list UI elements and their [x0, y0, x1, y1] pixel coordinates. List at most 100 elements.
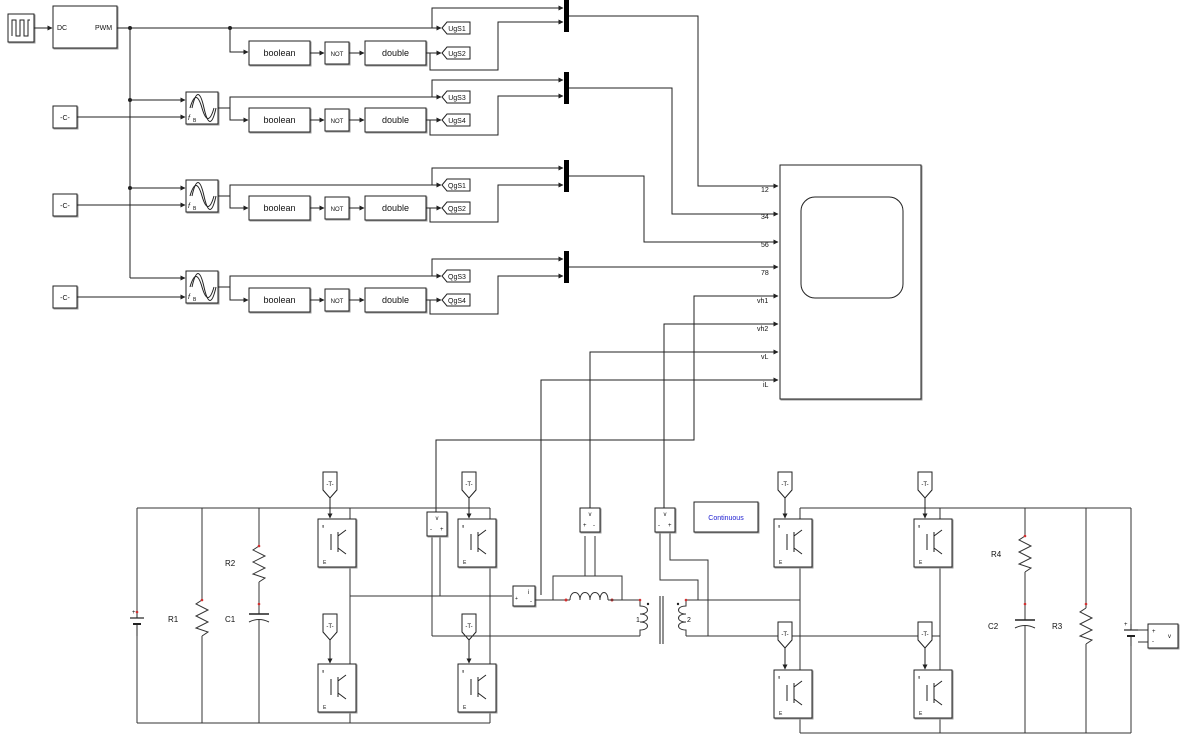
igbt-s3[interactable]: g E — [457, 518, 497, 568]
scope-in-5: vh1 — [757, 298, 768, 305]
constant-label-3: -C- — [60, 295, 70, 302]
goto-qgs2[interactable]: QgS2 — [441, 201, 471, 215]
vm4-minus: - — [1152, 639, 1154, 645]
vm1-v: v — [436, 516, 439, 522]
mux-2[interactable] — [564, 72, 569, 104]
double-label-3: double — [382, 203, 409, 213]
gate-from-2[interactable]: -T- — [461, 471, 477, 499]
igbt-q4[interactable]: g E — [913, 669, 953, 719]
boolean-block-1[interactable]: boolean — [248, 40, 311, 66]
igbt-q2[interactable]: g E — [773, 669, 813, 719]
vm4-v: v — [1168, 634, 1171, 640]
not-block-3[interactable]: NOT — [324, 196, 350, 220]
constant-block-2[interactable]: -C- — [52, 193, 78, 217]
boolean-block-3[interactable]: boolean — [248, 195, 311, 221]
igbt-s1[interactable]: g E — [317, 518, 357, 568]
delay-block-2[interactable]: f B — [185, 179, 219, 213]
igbt-s2-e: E — [323, 705, 327, 711]
gate-from-6[interactable]: -T- — [917, 471, 933, 499]
am-minus: - — [530, 599, 532, 605]
pwm-out-label: PWM — [95, 25, 112, 32]
inductor-l[interactable] — [569, 592, 609, 601]
gate-from-8-label: -T- — [921, 632, 928, 638]
voltmeter-vh2[interactable]: v - + — [654, 507, 676, 533]
delay-symbol-1: f — [188, 115, 191, 122]
vm2-plus: + — [583, 523, 587, 529]
igbt-q1-e: E — [779, 560, 783, 566]
goto-ugs4[interactable]: UgS4 — [441, 113, 471, 127]
resistor-r2[interactable]: R2 — [225, 545, 267, 583]
goto-ugs1-label: UgS1 — [448, 26, 466, 33]
goto-ugs4-label: UgS4 — [448, 118, 466, 125]
not-block-2[interactable]: NOT — [324, 108, 350, 132]
double-block-1[interactable]: double — [364, 40, 427, 66]
constant-label-1: -C- — [60, 115, 70, 122]
scope-in-6: vh2 — [757, 326, 768, 333]
scope-block[interactable]: 12 34 56 78 vh1 vh2 vL iL — [757, 164, 922, 400]
boolean-label-1: boolean — [263, 48, 295, 58]
igbt-s4-e: E — [463, 705, 467, 711]
ammeter-il[interactable]: i + - — [512, 585, 536, 607]
not-block-4[interactable]: NOT — [324, 288, 350, 312]
resistor-r4[interactable]: R4 — [991, 535, 1033, 573]
gate-from-8[interactable]: -T- — [917, 621, 933, 649]
delay-symbol-2: f — [188, 203, 191, 210]
delay-subscript-2: B — [193, 206, 197, 212]
capacitor-c1[interactable]: C1 — [225, 613, 270, 624]
vm1-plus: + — [440, 527, 444, 533]
capacitor-c2[interactable]: C2 — [988, 619, 1036, 631]
dc-source-left[interactable]: + — [130, 610, 144, 636]
scope-in-7: vL — [761, 354, 769, 361]
igbt-q3[interactable]: g E — [913, 518, 953, 568]
gate-from-5[interactable]: -T- — [777, 471, 793, 499]
mux-1[interactable] — [564, 0, 569, 32]
gate-from-1[interactable]: -T- — [322, 471, 338, 499]
igbt-s4[interactable]: g E — [457, 663, 497, 713]
transformer[interactable]: 1 2 — [636, 596, 691, 644]
igbt-s1-g: g — [322, 523, 324, 528]
dc-source-right[interactable]: + — [1124, 622, 1138, 646]
voltmeter-output[interactable]: + - v — [1147, 623, 1179, 649]
resistor-r1[interactable]: R1 — [168, 599, 210, 637]
voltmeter-vh1[interactable]: v - + — [426, 511, 448, 537]
delay-block-3[interactable]: f B — [185, 270, 219, 304]
powergui-block[interactable]: Continuous — [693, 501, 759, 533]
goto-ugs2[interactable]: UgS2 — [441, 46, 471, 60]
constant-block-1[interactable]: -C- — [52, 105, 78, 129]
double-block-2[interactable]: double — [364, 107, 427, 133]
boolean-label-2: boolean — [263, 115, 295, 125]
igbt-q3-g: g — [918, 523, 920, 528]
boolean-block-2[interactable]: boolean — [248, 107, 311, 133]
pwm-in-label: DC — [57, 25, 67, 32]
gate-from-7[interactable]: -T- — [777, 621, 793, 649]
boolean-block-4[interactable]: boolean — [248, 287, 311, 313]
goto-qgs1[interactable]: QgS1 — [441, 178, 471, 192]
not-block-1[interactable]: NOT — [324, 41, 350, 65]
scope-in-2: 34 — [761, 214, 769, 221]
transformer-w1: 1 — [636, 617, 640, 624]
igbt-q1[interactable]: g E — [773, 518, 813, 568]
pulse-generator-block[interactable] — [7, 13, 35, 43]
resistor-r3[interactable]: R3 — [1052, 607, 1094, 645]
goto-qgs3[interactable]: QgS3 — [441, 269, 471, 283]
igbt-s3-e: E — [463, 560, 467, 566]
delay-subscript-1: B — [193, 118, 197, 124]
voltmeter-vl[interactable]: v + - — [579, 507, 601, 533]
not-label-2: NOT — [331, 119, 344, 125]
gate-from-3[interactable]: -T- — [322, 613, 338, 641]
double-block-3[interactable]: double — [364, 195, 427, 221]
pwm-generator-block[interactable]: DC PWM — [52, 5, 118, 49]
goto-qgs4[interactable]: QgS4 — [441, 293, 471, 307]
goto-qgs3-label: QgS3 — [448, 274, 466, 281]
gate-from-6-label: -T- — [921, 482, 928, 488]
delay-block-1[interactable]: f B — [185, 91, 219, 125]
igbt-s2[interactable]: g E — [317, 663, 357, 713]
double-block-4[interactable]: double — [364, 287, 427, 313]
constant-block-3[interactable]: -C- — [52, 285, 78, 309]
mux-3[interactable] — [564, 160, 569, 192]
double-label-2: double — [382, 115, 409, 125]
goto-ugs1[interactable]: UgS1 — [441, 21, 471, 35]
goto-ugs3[interactable]: UgS3 — [441, 90, 471, 104]
mux-4[interactable] — [564, 251, 569, 283]
